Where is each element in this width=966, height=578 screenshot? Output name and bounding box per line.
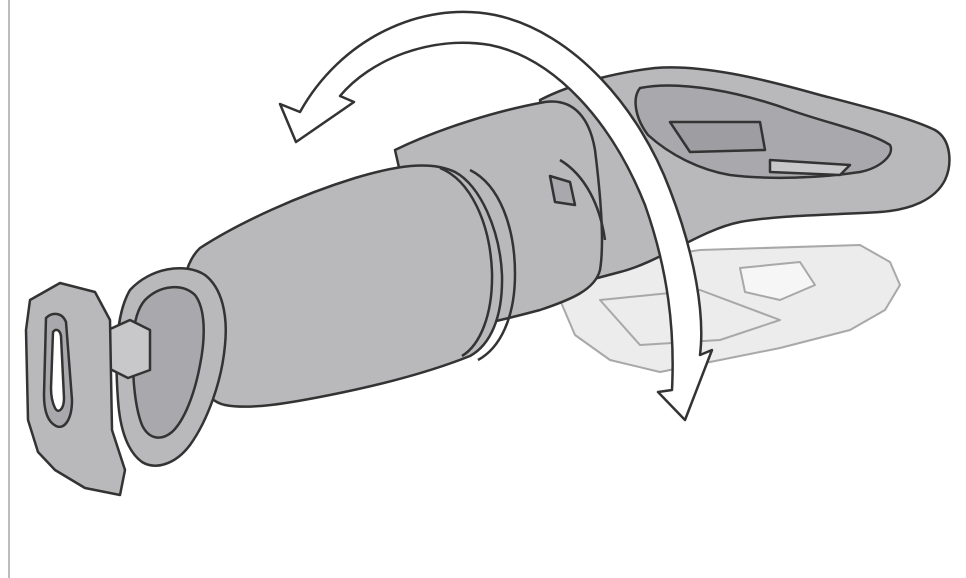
saw-shoe [26, 283, 125, 495]
blade-clamp [108, 268, 226, 465]
saw-body [182, 102, 605, 407]
